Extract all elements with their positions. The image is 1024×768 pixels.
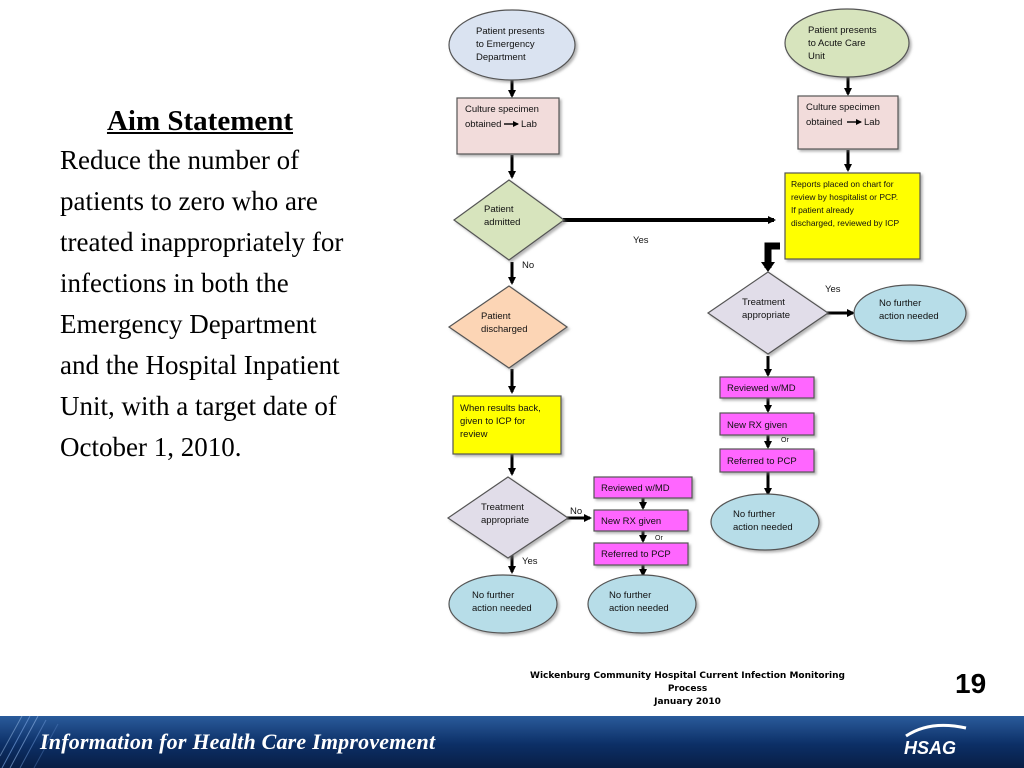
svg-text:New RX given: New RX given (727, 420, 787, 431)
svg-text:action needed: action needed (879, 311, 939, 322)
node-referred-right: Referred to PCP (719, 448, 815, 473)
node-culture-right: Culture specimen obtained Lab (797, 95, 899, 150)
svg-text:Referred to PCP: Referred to PCP (727, 456, 797, 467)
footer-banner: Information for Health Care Improvement … (0, 716, 1024, 768)
svg-text:action needed: action needed (472, 603, 532, 614)
svg-text:Treatment: Treatment (742, 297, 785, 308)
svg-text:Patient: Patient (481, 311, 511, 322)
node-treatment-appropriate-left: Treatment appropriate (446, 476, 570, 559)
svg-text:If patient already: If patient already (791, 205, 855, 215)
svg-text:Unit: Unit (808, 51, 825, 62)
svg-text:appropriate: appropriate (481, 515, 529, 526)
infection-monitoring-flowchart: Patient presents to Emergency Department… (446, 8, 967, 634)
edge-label-no-admitted: No (522, 260, 534, 271)
edge-label-yes-treatment-right: Yes (825, 284, 841, 295)
caption-line-2: January 2010 (654, 697, 721, 707)
svg-text:Lab: Lab (521, 119, 537, 130)
node-ed-start: Patient presents to Emergency Department (448, 9, 576, 81)
node-patient-admitted: Patient admitted (452, 179, 566, 261)
node-reports-placed: Reports placed on chart for review by ho… (784, 172, 921, 260)
node-patient-discharged: Patient discharged (447, 285, 569, 369)
node-no-further-right-top: No further action needed (853, 284, 967, 342)
node-treatment-appropriate-right: Treatment appropriate (706, 271, 830, 355)
footer-decoration (0, 716, 59, 768)
svg-text:Reviewed w/MD: Reviewed w/MD (727, 383, 796, 394)
node-reviewed-md-right: Reviewed w/MD (719, 376, 815, 399)
svg-text:action needed: action needed (733, 522, 793, 533)
svg-text:discharged, reviewed by ICP: discharged, reviewed by ICP (791, 218, 900, 228)
svg-text:Reviewed w/MD: Reviewed w/MD (601, 483, 670, 494)
or-label-right: Or (781, 437, 789, 444)
node-acu-start: Patient presents to Acute Care Unit (784, 8, 910, 78)
svg-text:to Emergency: to Emergency (476, 39, 535, 50)
svg-text:No further: No further (609, 590, 651, 601)
aim-statement: Aim Statement Reduce the number of patie… (60, 102, 350, 468)
svg-text:discharged: discharged (481, 324, 527, 335)
flowchart-caption: Wickenburg Community Hospital Current In… (510, 670, 865, 709)
footer-tagline: Information for Health Care Improvement (40, 729, 436, 754)
svg-text:admitted: admitted (484, 217, 520, 228)
node-results-back: When results back, given to ICP for revi… (452, 395, 562, 455)
hsag-logo: HSAG (904, 723, 967, 758)
svg-text:Department: Department (476, 52, 526, 63)
svg-text:Patient presents: Patient presents (808, 25, 877, 36)
svg-text:review: review (460, 429, 488, 440)
svg-text:No further: No further (733, 509, 775, 520)
svg-text:Patient: Patient (484, 204, 514, 215)
node-culture-left: Culture specimen obtained Lab (456, 97, 560, 155)
page-number: 19 (955, 668, 987, 699)
node-new-rx-right: New RX given (719, 412, 815, 436)
svg-text:appropriate: appropriate (742, 310, 790, 321)
svg-text:Lab: Lab (864, 117, 880, 128)
svg-text:action needed: action needed (609, 603, 669, 614)
node-no-further-left-a: No further action needed (448, 574, 558, 634)
svg-text:No further: No further (879, 298, 921, 309)
svg-text:When results back,: When results back, (460, 403, 541, 414)
svg-text:Reports placed on chart for: Reports placed on chart for (791, 179, 894, 189)
node-no-further-left-b: No further action needed (587, 574, 697, 634)
svg-text:to Acute Care: to Acute Care (808, 38, 866, 49)
edge-label-yes-treatment-left: Yes (522, 556, 538, 567)
svg-text:Patient presents: Patient presents (476, 26, 545, 37)
svg-text:obtained: obtained (806, 117, 842, 128)
flow-connectors (508, 76, 855, 577)
caption-line-1: Wickenburg Community Hospital Current In… (530, 671, 845, 694)
node-referred-left: Referred to PCP (593, 542, 689, 566)
svg-text:obtained: obtained (465, 119, 501, 130)
svg-text:HSAG: HSAG (904, 738, 956, 758)
node-no-further-right-bottom: No further action needed (710, 493, 820, 551)
edge-label-yes-admitted: Yes (633, 235, 649, 246)
svg-text:Referred to PCP: Referred to PCP (601, 549, 671, 560)
svg-text:Culture specimen: Culture specimen (806, 102, 880, 113)
svg-text:Culture specimen: Culture specimen (465, 104, 539, 115)
svg-text:Treatment: Treatment (481, 502, 524, 513)
edge-label-no-treatment-left: No (570, 506, 582, 517)
svg-text:review by hospitalist or PCP.: review by hospitalist or PCP. (791, 192, 898, 202)
svg-text:given to ICP for: given to ICP for (460, 416, 525, 427)
node-reviewed-md-left: Reviewed w/MD (593, 476, 693, 499)
svg-text:New RX given: New RX given (601, 516, 661, 527)
aim-statement-body: Reduce the number of patients to zero wh… (60, 145, 344, 462)
node-new-rx-left: New RX given (593, 509, 689, 532)
svg-text:No further: No further (472, 590, 514, 601)
aim-statement-title: Aim Statement (106, 105, 294, 137)
or-label-left: Or (655, 535, 663, 542)
